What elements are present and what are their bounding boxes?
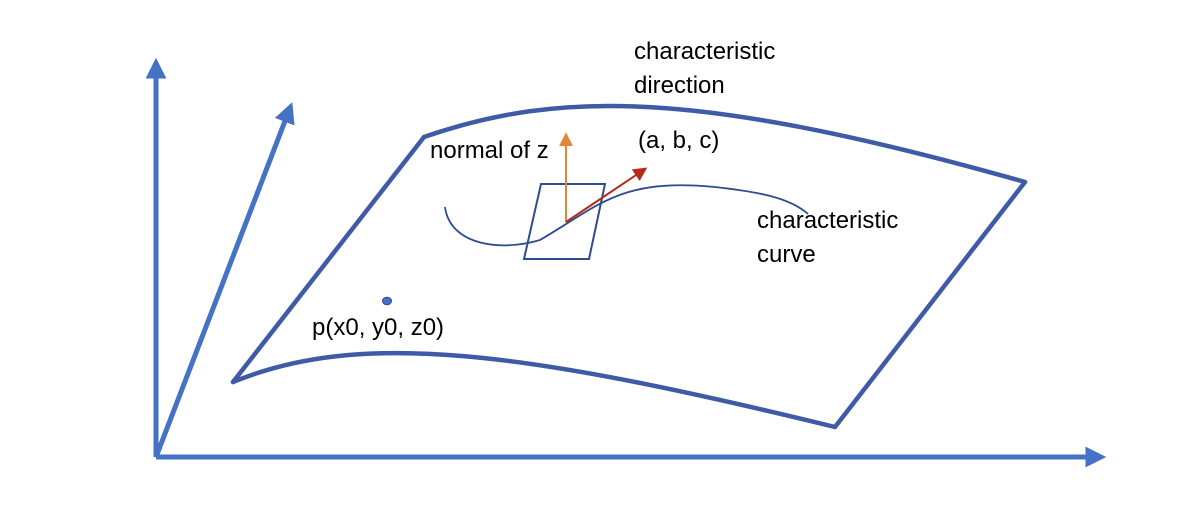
surface-bottom-edge	[230, 350, 838, 430]
surface-right-edge	[832, 179, 1028, 430]
characteristic-curve	[444, 184, 809, 247]
surface-top-edge	[421, 103, 1028, 185]
label-characteristic-curve-line2: curve	[757, 241, 816, 268]
direction-arrow	[565, 167, 648, 223]
label-direction-vector: (a, b, c)	[638, 127, 719, 154]
label-normal: normal of z	[430, 137, 549, 164]
surface	[230, 103, 1028, 430]
surface-left-edge	[230, 134, 427, 385]
diagonal-axis	[153, 102, 295, 458]
label-characteristic-direction-line2: direction	[634, 72, 725, 99]
axes	[145, 57, 1107, 468]
label-characteristic-direction-line1: characteristic	[634, 38, 775, 65]
label-characteristic-curve-line1: characteristic	[757, 207, 898, 234]
tangent-plane	[522, 183, 607, 260]
point-marker	[382, 296, 392, 306]
label-point: p(x0, y0, z0)	[312, 314, 444, 341]
